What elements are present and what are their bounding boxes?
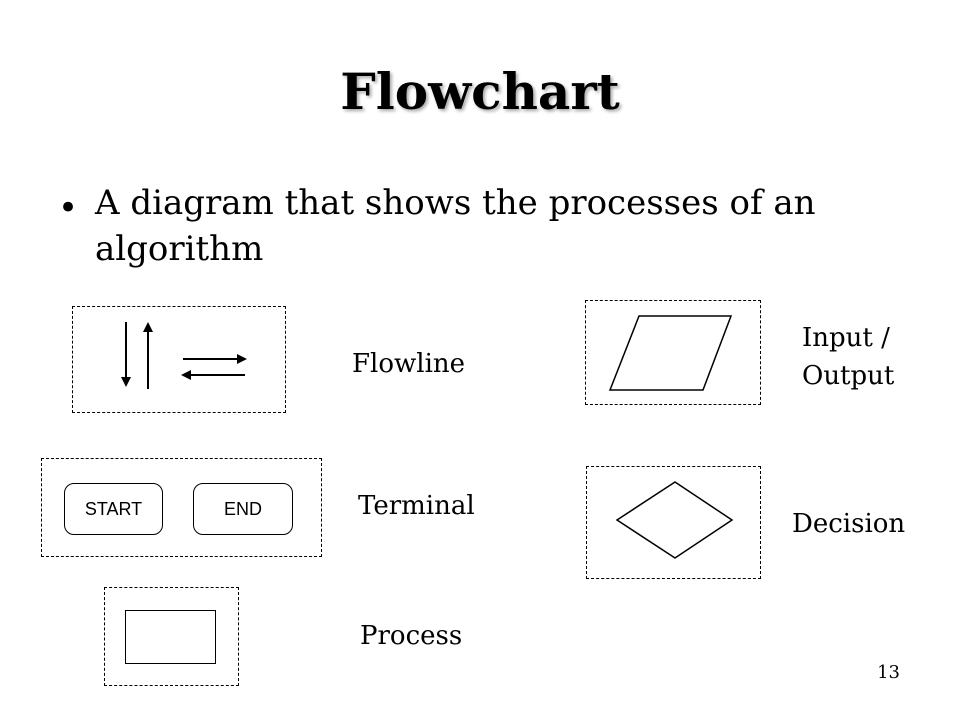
bullet-text: A diagram that shows the processes of an… [95,183,816,269]
bullet-marker: • [58,188,79,228]
terminal-symbol-box: START END [41,458,322,557]
process-symbol-box [104,587,239,686]
decision-symbol-box [586,466,761,579]
terminal-label: Terminal [358,491,475,521]
terminal-end-shape: END [193,483,293,535]
decision-label: Decision [792,509,906,539]
input-output-label-line2: Output [802,361,895,391]
terminal-start-shape: START [64,483,163,535]
slide-title: Flowchart [340,62,620,121]
parallelogram-shape [608,315,733,391]
input-output-symbol-box [585,300,761,405]
process-rectangle-shape [125,610,216,664]
flowline-symbol-box [72,306,286,413]
flowline-arrows-icon [121,322,247,389]
page-number: 13 [877,662,900,683]
diamond-shape [615,481,734,559]
flowline-label: Flowline [352,349,466,379]
input-output-label-line1: Input / [802,323,890,353]
process-label: Process [360,621,463,651]
